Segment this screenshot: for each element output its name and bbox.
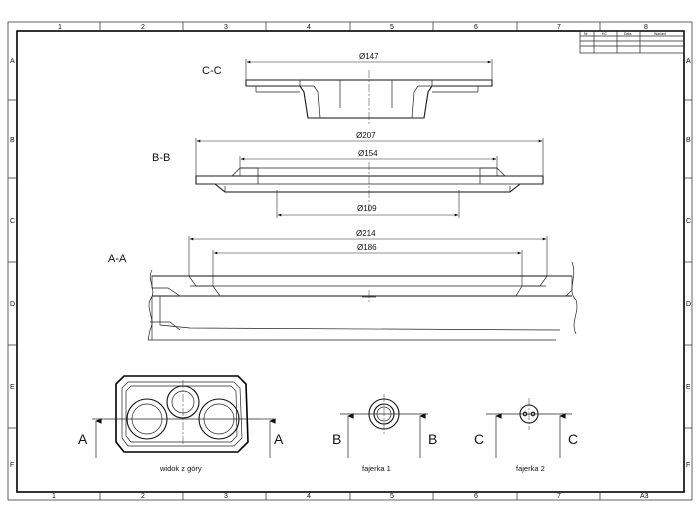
caption-ring-2: fajerka 2 <box>516 464 545 473</box>
ring-2-view: C C fajerka 2 <box>474 398 578 473</box>
row-label-right-E: E <box>686 384 691 391</box>
dim-207: Ø207 <box>356 131 376 140</box>
col-label-6: 6 <box>474 24 478 31</box>
col-label-5: 5 <box>390 24 394 31</box>
section-aa: A-A Ø214 Ø186 <box>108 229 578 341</box>
col-label-3: 3 <box>224 24 228 31</box>
dim-186: Ø186 <box>357 243 377 252</box>
col-label-1: 1 <box>58 24 62 31</box>
dim-214: Ø214 <box>356 229 376 238</box>
col-label-bottom-4: 4 <box>307 493 311 500</box>
section-cc-title: C-C <box>202 65 222 77</box>
row-label-B: B <box>10 137 15 144</box>
col-label-7: 7 <box>557 24 561 31</box>
col-label-bottom-1: 1 <box>52 493 56 500</box>
caption-top-view: widok z góry <box>159 464 202 473</box>
revision-table: Nr KC Data Wariant <box>579 30 685 54</box>
col-label-bottom-5: 5 <box>390 493 394 500</box>
ring-1-view: B B fajerka 1 <box>332 394 437 473</box>
revision-header-nr: Nr <box>584 32 589 36</box>
zone-ticks <box>8 22 692 500</box>
col-label-8: 8 <box>644 24 648 31</box>
revision-header-kc: KC <box>602 32 607 36</box>
row-label-C: C <box>10 218 15 225</box>
section-bb-title: B-B <box>152 152 170 164</box>
cut-label-c-left: C <box>474 431 484 447</box>
row-label-right-C: C <box>686 218 691 225</box>
sheet-size-label: A3 <box>640 493 649 500</box>
dim-109: Ø109 <box>357 204 377 213</box>
section-aa-title: A-A <box>108 253 127 265</box>
section-cc: C-C Ø147 <box>202 52 493 124</box>
dim-147: Ø147 <box>359 52 379 61</box>
revision-header-data: Data <box>624 32 631 36</box>
row-label-right-A: A <box>686 58 691 65</box>
cut-label-b-right: B <box>428 431 437 447</box>
col-label-2: 2 <box>141 24 145 31</box>
col-label-bottom-6: 6 <box>474 493 478 500</box>
row-label-A: A <box>10 58 15 65</box>
row-label-right-F: F <box>686 462 690 469</box>
col-label-bottom-2: 2 <box>141 493 145 500</box>
row-label-E: E <box>10 384 15 391</box>
col-label-4: 4 <box>307 24 311 31</box>
section-bb: B-B Ø207 Ø154 Ø109 <box>152 131 544 218</box>
cut-label-a-right: A <box>274 431 284 447</box>
row-label-right-D: D <box>686 301 691 308</box>
top-view: A A widok z góry <box>78 375 284 473</box>
cut-label-b-left: B <box>332 431 341 447</box>
row-label-F: F <box>10 462 14 469</box>
inner-border <box>16 30 685 493</box>
cut-label-c-right: C <box>568 431 578 447</box>
dim-154: Ø154 <box>358 149 378 158</box>
row-label-right-B: B <box>686 137 691 144</box>
row-label-D: D <box>10 301 15 308</box>
col-label-bottom-7: 7 <box>557 493 561 500</box>
cut-label-a-left: A <box>78 431 88 447</box>
col-label-bottom-3: 3 <box>224 493 228 500</box>
revision-header-wariant: Wariant <box>654 32 666 36</box>
caption-ring-1: fajerka 1 <box>362 464 391 473</box>
